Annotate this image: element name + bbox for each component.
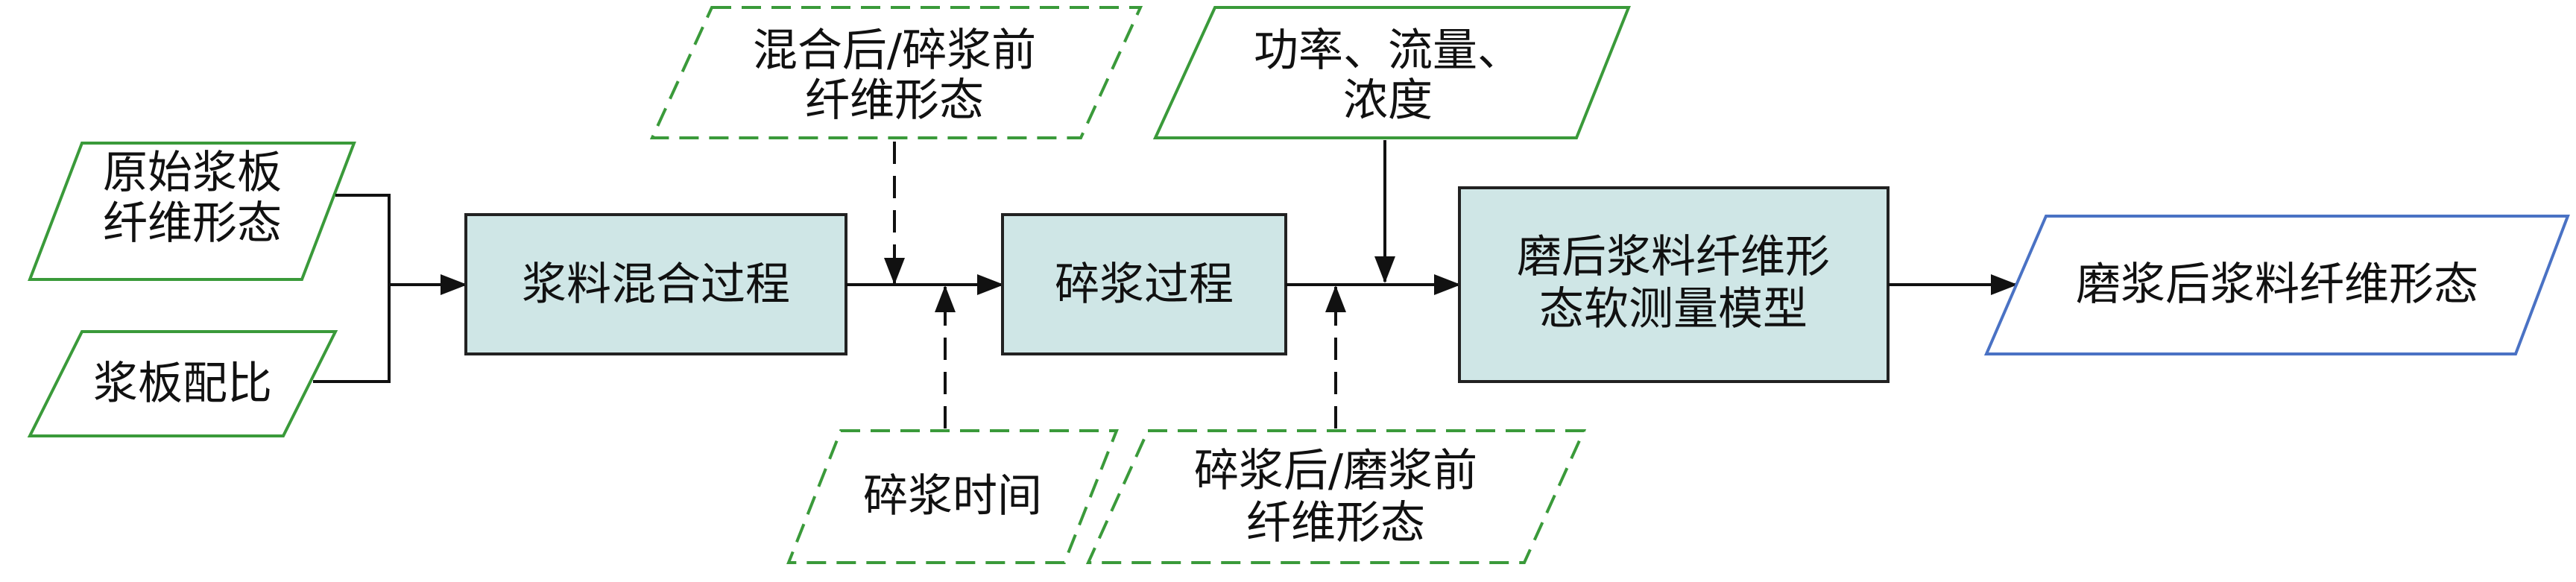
after-pulping-label-line2: 纤维形态 — [1246, 497, 1425, 549]
pulping-process-label: 碎浆过程 — [1055, 259, 1234, 311]
mixing-process-node: 浆料混合过程 — [464, 213, 847, 355]
pulp-ratio-label: 浆板配比 — [93, 358, 272, 410]
after-mix-label-line2: 纤维形态 — [805, 75, 984, 127]
output-fiber-morphology-node: 磨浆后浆料纤维形态 — [1983, 215, 2570, 355]
raw-pulp-board-label-line2: 纤维形态 — [103, 197, 282, 250]
after-pulping-label-line1: 碎浆后/磨浆前 — [1194, 445, 1477, 497]
pulping-time-node: 碎浆时间 — [786, 429, 1119, 564]
after-mix-fiber-node: 混合后/碎浆前 纤维形态 — [649, 6, 1143, 139]
power-flow-label-line1: 功率、流量、 — [1254, 25, 1522, 77]
raw-pulp-board-fiber-node: 原始浆板 纤维形态 — [28, 142, 356, 281]
power-flow-label-line2: 浓度 — [1343, 75, 1433, 127]
after-mix-label-line1: 混合后/碎浆前 — [753, 25, 1036, 77]
mixing-process-label: 浆料混合过程 — [522, 259, 790, 311]
pulp-ratio-node: 浆板配比 — [27, 330, 338, 437]
input-merge-connector — [313, 194, 467, 383]
after-pulping-fiber-node: 碎浆后/磨浆前 纤维形态 — [1085, 429, 1587, 564]
pulping-process-node: 碎浆过程 — [1001, 213, 1287, 355]
soft-model-label-line2: 态软测量模型 — [1539, 283, 1808, 335]
power-flow-concentration-node: 功率、流量、 浓度 — [1152, 6, 1631, 139]
raw-pulp-board-label-line1: 原始浆板 — [103, 147, 282, 199]
soft-model-label-line1: 磨后浆料纤维形 — [1517, 231, 1830, 283]
pulping-time-label: 碎浆时间 — [863, 470, 1042, 522]
soft-measurement-model-node: 磨后浆料纤维形 态软测量模型 — [1458, 186, 1890, 383]
output-label: 磨浆后浆料纤维形态 — [2076, 259, 2478, 311]
